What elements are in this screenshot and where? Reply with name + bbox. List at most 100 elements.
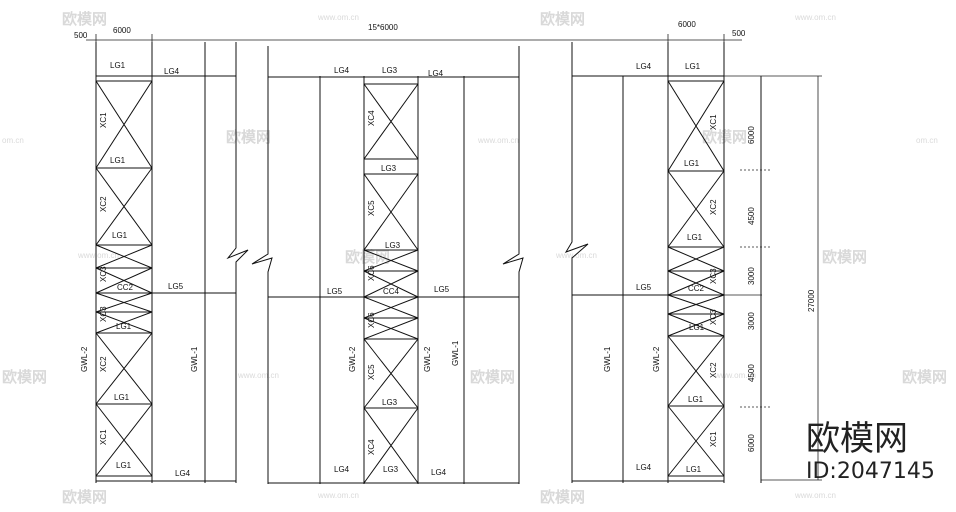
label-lg1: LG1 — [688, 395, 704, 404]
label-lg1: LG1 — [114, 393, 130, 402]
label-xc5: XC5 — [367, 364, 376, 380]
dim-edge-right: 500 — [732, 29, 746, 38]
label-lg5: LG5 — [327, 287, 343, 296]
right-panel: LG4 LG1 LG1 LG1 LG5 CC2 LG1 LG1 LG4 LG1 … — [564, 42, 762, 483]
label-lg1: LG1 — [685, 62, 701, 71]
watermark-text: 欧模网 — [702, 128, 747, 146]
watermark-site: www.om.cn — [77, 251, 119, 260]
watermark-text: 欧模网 — [540, 488, 585, 506]
label-xc4: XC4 — [367, 439, 376, 455]
watermark-text: 欧模网 — [470, 368, 515, 386]
label-cc2: CC2 — [117, 283, 134, 292]
middle-panel: LG4 LG3 LG4 LG3 LG3 LG5 CC4 LG5 LG3 LG4 … — [251, 46, 524, 484]
label-lg4: LG4 — [428, 69, 444, 78]
watermark-site: www.om.cn — [317, 13, 359, 22]
watermark-text: 欧模网 — [2, 368, 47, 386]
label-lg4: LG4 — [334, 465, 350, 474]
label-xc1: XC1 — [709, 114, 718, 130]
label-xc2: XC2 — [99, 196, 108, 212]
dim-edge-left: 500 — [74, 31, 88, 40]
label-xc1: XC1 — [99, 429, 108, 445]
label-lg4: LG4 — [334, 66, 350, 75]
watermark-text: 欧模网 — [902, 368, 947, 386]
label-lg1: LG1 — [686, 465, 702, 474]
label-xc2: XC2 — [99, 356, 108, 372]
label-xc3: XC3 — [709, 309, 718, 325]
dim-top-left-span: 6000 — [113, 26, 131, 35]
label-gwl1: GWL-1 — [451, 340, 460, 366]
watermark-text: 欧模网 — [822, 248, 867, 266]
label-xc2: XC2 — [709, 362, 718, 378]
label-gwl2: GWL-2 — [348, 346, 357, 372]
label-cc4: CC4 — [383, 287, 400, 296]
right-dimensions: 6000 4500 3000 3000 4500 6000 27000 — [724, 75, 822, 481]
label-gwl2: GWL-2 — [652, 346, 661, 372]
label-gwl1: GWL-1 — [603, 346, 612, 372]
watermark-site: www.om.cn — [794, 13, 836, 22]
watermark-site: www.om.cn — [794, 491, 836, 500]
watermark-text: 欧模网 — [226, 128, 271, 146]
label-xc4: XC4 — [367, 110, 376, 126]
watermark-site: om.cn — [916, 136, 938, 145]
label-xc6: XC6 — [367, 312, 376, 328]
brand-id: ID:2047145 — [806, 459, 935, 484]
brand-block: 欧模网 ID:2047145 — [806, 419, 935, 484]
label-lg3: LG3 — [381, 164, 397, 173]
label-lg1: LG1 — [689, 323, 705, 332]
watermark-site: www.om.cn — [555, 251, 597, 260]
label-lg4: LG4 — [636, 463, 652, 472]
label-xc3: XC3 — [99, 266, 108, 282]
label-lg4: LG4 — [431, 468, 447, 477]
watermark-site: www.om.cn — [714, 371, 756, 380]
label-lg1: LG1 — [110, 156, 126, 165]
label-xc1: XC1 — [99, 112, 108, 128]
watermark-text: 欧模网 — [345, 248, 390, 266]
brand-name: 欧模网 — [806, 419, 908, 459]
watermark-site: www.om.cn — [237, 371, 279, 380]
label-lg3: LG3 — [382, 398, 398, 407]
watermark-site: www.om.cn — [317, 491, 359, 500]
label-lg1: LG1 — [684, 159, 700, 168]
dim-top-right-span: 6000 — [678, 20, 696, 29]
label-lg4: LG4 — [164, 67, 180, 76]
watermark-layer: 欧模网 www.om.cn 欧模网 www.om.cn om.cn 欧模网 ww… — [2, 10, 947, 506]
dim-right-seg: 4500 — [747, 364, 756, 382]
dim-right-seg: 6000 — [747, 434, 756, 452]
label-gwl1: GWL-1 — [190, 346, 199, 372]
label-gwl2: GWL-2 — [423, 346, 432, 372]
label-lg4: LG4 — [175, 469, 191, 478]
label-cc2: CC2 — [688, 284, 705, 293]
label-lg5: LG5 — [168, 282, 184, 291]
watermark-text: 欧模网 — [62, 488, 107, 506]
left-panel: LG1 LG4 LG1 LG1 CC2 LG5 LG1 LG1 LG1 LG4 … — [80, 42, 249, 483]
label-lg4: LG4 — [636, 62, 652, 71]
label-xc3: XC3 — [709, 268, 718, 284]
label-lg3: LG3 — [385, 241, 401, 250]
label-xc3: XC3 — [99, 306, 108, 322]
dim-right-seg: 6000 — [747, 126, 756, 144]
watermark-text: 欧模网 — [62, 10, 107, 28]
dim-right-total: 27000 — [807, 289, 816, 312]
watermark-site: www.om.cn — [477, 136, 519, 145]
label-xc5: XC5 — [367, 200, 376, 216]
watermark-site: om.cn — [2, 136, 24, 145]
label-xc1: XC1 — [709, 431, 718, 447]
label-lg1: LG1 — [687, 233, 703, 242]
top-dimension: 500 6000 15*6000 6000 500 — [74, 20, 746, 46]
label-lg1: LG1 — [116, 322, 132, 331]
label-lg5: LG5 — [434, 285, 450, 294]
dim-top-mid-span: 15*6000 — [368, 23, 398, 32]
label-xc6: XC6 — [367, 265, 376, 281]
label-lg1: LG1 — [110, 61, 126, 70]
dim-right-seg: 4500 — [747, 207, 756, 225]
label-gwl2: GWL-2 — [80, 346, 89, 372]
label-lg5: LG5 — [636, 283, 652, 292]
label-lg1: LG1 — [116, 461, 132, 470]
label-xc2: XC2 — [709, 199, 718, 215]
label-lg1: LG1 — [112, 231, 128, 240]
watermark-text: 欧模网 — [540, 10, 585, 28]
label-lg3: LG3 — [383, 465, 399, 474]
dim-right-seg: 3000 — [747, 312, 756, 330]
label-lg3: LG3 — [382, 66, 398, 75]
